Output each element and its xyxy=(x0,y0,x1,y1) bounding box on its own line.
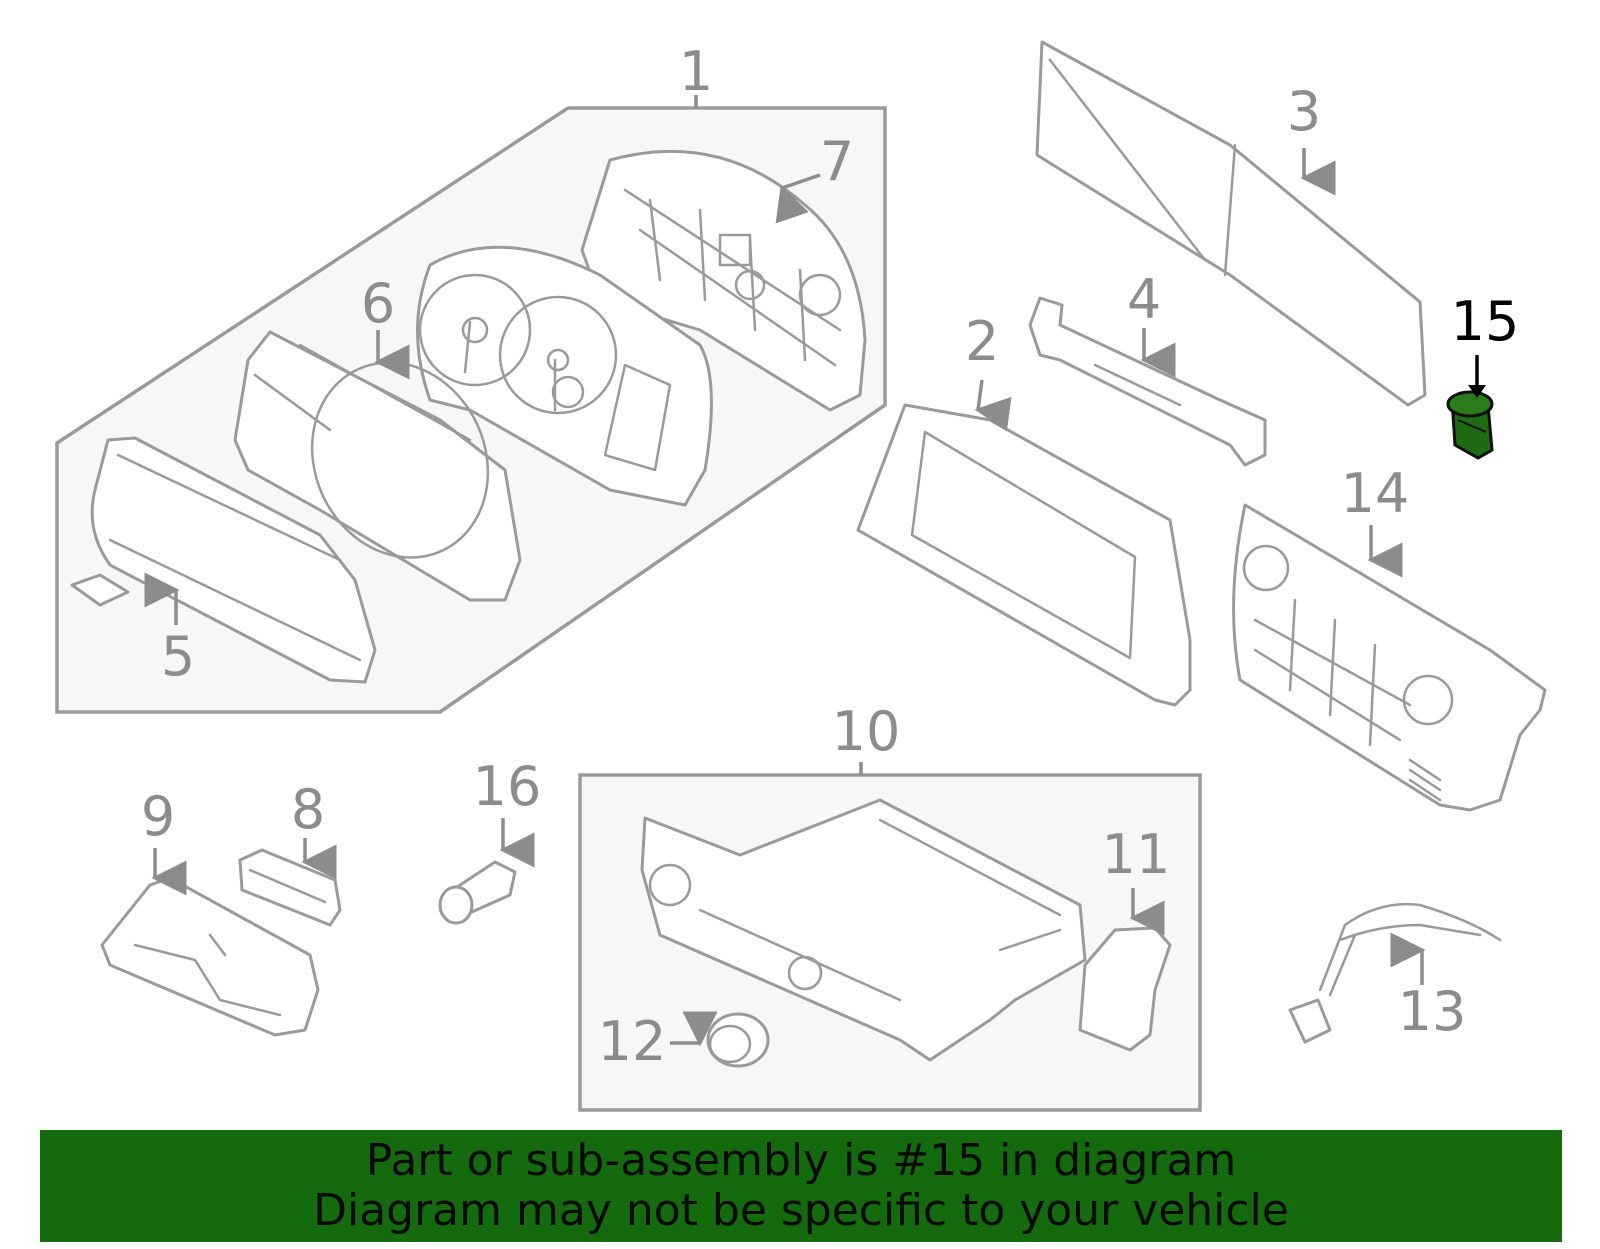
part-9-trim-panel[interactable] xyxy=(100,876,320,1037)
callout-5: 5 xyxy=(161,625,195,688)
callout-12: 12 xyxy=(598,1010,667,1073)
banner-line-1: Part or sub-assembly is #15 in diagram xyxy=(365,1135,1237,1186)
callout-2: 2 xyxy=(965,310,999,373)
part-3-display-housing[interactable] xyxy=(1035,40,1427,407)
callout-9: 9 xyxy=(141,785,175,848)
callout-6: 6 xyxy=(361,272,395,335)
part-16-knob[interactable] xyxy=(438,860,517,925)
part-15-highlighted[interactable] xyxy=(1446,390,1494,460)
part-10-audio-unit[interactable] xyxy=(640,798,1087,1062)
callout-7: 7 xyxy=(820,130,854,193)
callout-16: 16 xyxy=(473,755,542,818)
part-2-display-unit[interactable] xyxy=(856,403,1192,707)
callout-13: 13 xyxy=(1398,980,1467,1043)
callout-3: 3 xyxy=(1287,80,1321,143)
part-6-cluster-mask[interactable] xyxy=(233,330,522,602)
part-14-climate-control[interactable] xyxy=(1232,503,1547,812)
part-12-knob[interactable] xyxy=(706,1012,770,1068)
callout-8: 8 xyxy=(291,778,325,841)
callout-15-highlighted: 15 xyxy=(1451,290,1520,353)
part-5-clip[interactable] xyxy=(70,573,130,607)
callout-10: 10 xyxy=(832,700,901,763)
part-4-bracket[interactable] xyxy=(1028,296,1267,467)
callout-14: 14 xyxy=(1341,462,1410,525)
banner-line-2: Diagram may not be specific to your vehi… xyxy=(313,1185,1289,1236)
callout-4: 4 xyxy=(1127,268,1161,331)
part-5-cluster-lens[interactable] xyxy=(90,436,377,684)
info-banner: Part or sub-assembly is #15 in diagram D… xyxy=(40,1130,1562,1242)
callout-11: 11 xyxy=(1102,823,1171,886)
part-gauge-face-plate[interactable] xyxy=(416,245,713,507)
callout-arrows xyxy=(144,148,1486,1047)
part-13-wiring[interactable] xyxy=(1288,902,1502,1044)
callout-1: 1 xyxy=(679,40,713,103)
part-8-switch[interactable] xyxy=(238,848,342,927)
